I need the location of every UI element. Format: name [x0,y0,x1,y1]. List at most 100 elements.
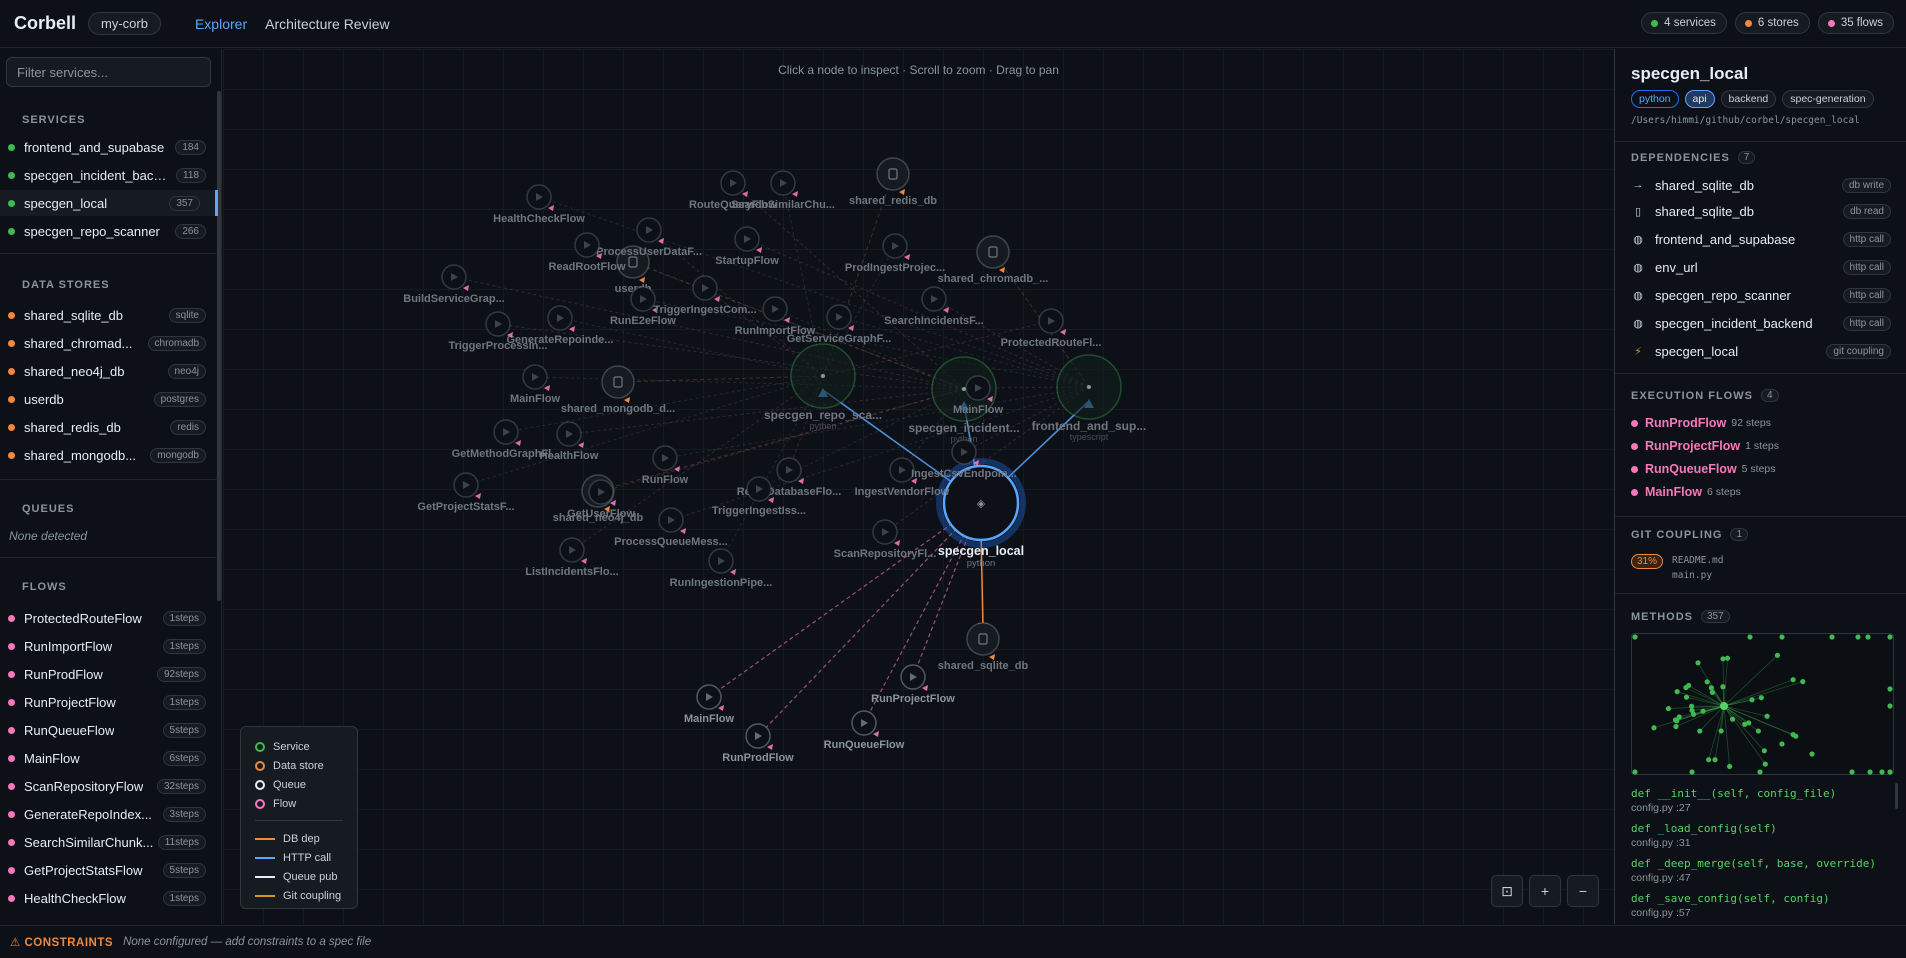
sidebar-flow-item[interactable]: SearchSimilarChunk...11steps [0,829,218,855]
method-item[interactable]: def _deep_merge(self, base, override)con… [1631,857,1877,884]
method-graph-minimap[interactable] [1631,633,1894,775]
svg-text:ReadRootFlow: ReadRootFlow [549,261,626,273]
flow-node[interactable]: GetServiceGraphF... [787,304,892,345]
flow-node[interactable]: RunFlow [642,445,689,486]
datastore-node[interactable]: shared_redis_db [849,157,937,207]
dependency-graph[interactable]: specgen_repo_sca...python specgen_inciden… [223,49,1614,924]
tag-python[interactable]: python [1631,90,1679,108]
service-node[interactable]: specgen_repo_sca...python [764,343,882,431]
project-badge[interactable]: my-corb [88,12,161,35]
flow-node[interactable]: IngestCsvEndpoin... [911,439,1017,480]
flow-node[interactable]: RunImportFlow [735,296,816,337]
flow-node[interactable]: SearchIncidentsF... [884,286,984,327]
flow-node[interactable]: TriggerIngestCom... [653,275,757,316]
flow-node[interactable]: GenerateRepoinde... [507,305,614,346]
tag-spec-generation[interactable]: spec-generation [1782,90,1874,108]
flow-node[interactable]: ProtectedRouteFl... [1001,308,1102,349]
service-node[interactable]: frontend_and_sup...typescript [1032,354,1147,442]
flow-node[interactable]: RunProjectFlow [871,664,955,705]
flow-node[interactable]: GetMethodGraphFl... [452,419,561,460]
tag-api[interactable]: api [1684,90,1715,108]
flow-node[interactable]: ProdIngestProjec... [845,233,945,274]
flow-node[interactable]: IngestVendorFlow [855,457,950,498]
flow-node[interactable]: TriggerIngestIss... [712,476,806,517]
flow-node[interactable]: MainFlow [684,684,735,725]
sidebar-store-item[interactable]: shared_mongodb...mongodb [0,442,218,468]
datastore-node[interactable]: shared_mongodb_d... [561,365,675,415]
sidebar-flow-item[interactable]: GenerateRepoIndex...3steps [0,801,218,827]
nav-architecture-review[interactable]: Architecture Review [265,15,390,32]
flow-node[interactable]: TriggerProcessin... [448,311,548,352]
flow-node[interactable]: ListIncidentsFlo... [525,537,619,578]
flow-node[interactable]: SearchSimilarChu... [731,170,835,211]
coupled-file[interactable]: README.md [1672,555,1724,566]
fit-view-button[interactable]: ⊡ [1491,875,1523,907]
flow-node[interactable]: RouteQueryFlow [689,170,777,211]
zoom-out-button[interactable]: − [1567,875,1599,907]
sidebar-store-item[interactable]: shared_chromad...chromadb [0,330,218,356]
flow-node[interactable]: GetUserFlow [567,479,635,520]
zoom-in-button[interactable]: + [1529,875,1561,907]
coupled-file[interactable]: main.py [1672,570,1713,581]
flow-node[interactable]: MainFlow [953,375,1004,416]
flow-node[interactable]: RunIngestionPipe... [670,548,773,589]
datastore-node[interactable]: userdb [615,245,652,295]
flow-node[interactable]: BuildServiceGrap... [403,264,505,305]
app-logo[interactable]: Corbell [14,13,77,33]
graph-canvas[interactable]: specgen_repo_sca...python specgen_inciden… [223,49,1614,924]
flow-node[interactable]: ScanRepositoryFl... [834,519,937,560]
method-item[interactable]: def __init__(self, config_file)config.py… [1631,787,1837,814]
flow-node[interactable]: HealthCheckFlow [493,184,585,225]
tag-backend[interactable]: backend [1720,90,1777,108]
sidebar-service-item[interactable]: specgen_incident_back...118 [0,162,218,188]
sidebar-scrollbar[interactable] [217,91,221,601]
flow-node[interactable]: HealthFlow [540,421,599,462]
method-item[interactable]: def _load_config(self)config.py :31 [1631,822,1777,849]
flow-node[interactable]: StartupFlow [715,226,779,267]
flow-node[interactable]: RunProdFlow [722,723,794,764]
datastore-node[interactable]: shared_chromadb_... [938,235,1049,285]
nav-explorer[interactable]: Explorer [194,15,248,32]
datastore-node[interactable]: shared_sqlite_db [938,622,1029,672]
method-item[interactable]: def _save_config(self, config)config.py … [1631,892,1830,919]
filter-services-input[interactable] [6,57,211,87]
flow-node[interactable]: RunQueueFlow [824,710,905,751]
flow-node[interactable]: MainFlow [510,364,561,405]
flow-node[interactable]: ProcessUserDataF... [596,217,702,258]
flow-node[interactable]: ReadRootFlow [549,232,626,273]
flow-node[interactable]: GetProjectStatsF... [417,472,515,513]
methods-scrollbar[interactable] [1895,783,1898,809]
flow-node[interactable]: RunE2eFlow [610,286,676,327]
store-dot-icon [8,339,15,347]
flow-node[interactable]: ProcessQueueMess... [614,507,728,548]
service-node[interactable]: specgen_incident...python [908,356,1020,444]
